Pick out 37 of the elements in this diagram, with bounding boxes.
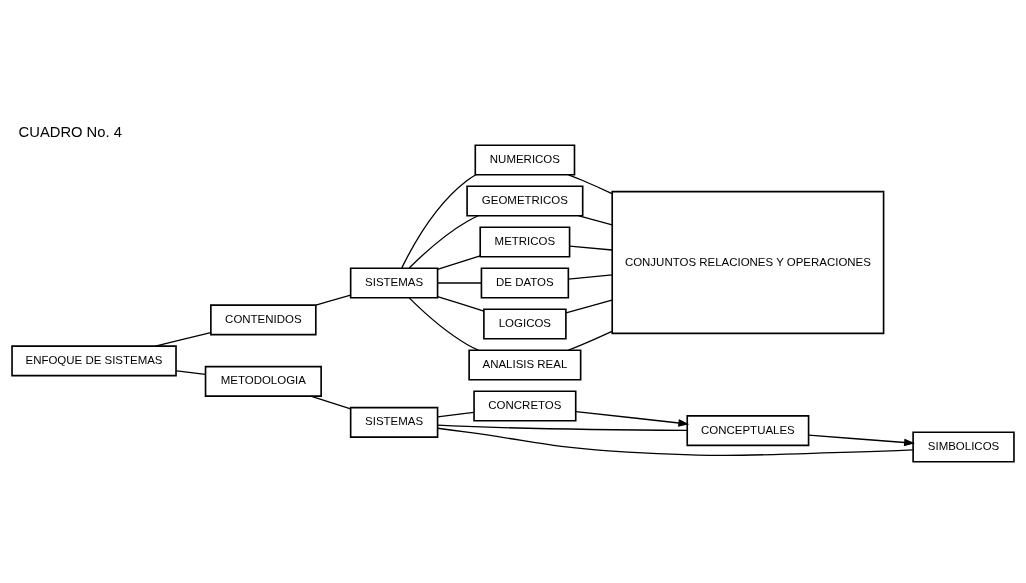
node-box: CONCRETOS [473, 389, 577, 422]
node-box: CONCEPTUALES [686, 414, 810, 446]
connector [567, 173, 613, 194]
connector [436, 295, 485, 312]
diagram-title: CUADRO No. 4 [18, 123, 122, 140]
node-box: SIMBOLICOS [912, 430, 1015, 463]
node-box: DE DATOS [480, 266, 570, 299]
node-box: ANALISIS REAL [468, 348, 582, 381]
node-box: LOGICOS [483, 307, 567, 340]
node-box: ENFOQUE DE SISTEMAS [11, 344, 177, 376]
arrow [807, 434, 915, 446]
connector [436, 281, 482, 284]
node-box: METRICOS [479, 225, 571, 258]
connector [437, 423, 688, 431]
node-box: SISTEMAS [349, 406, 439, 438]
node-box: NUMERICOS [474, 143, 576, 176]
connector [567, 273, 613, 280]
connector [315, 294, 352, 306]
node-box: METODOLOGIA [204, 365, 322, 397]
node-box: CONTENIDOS [210, 303, 317, 335]
connector [408, 214, 479, 269]
node-box: GEOMETRICOS [466, 184, 584, 217]
connector [437, 427, 914, 456]
connector [436, 411, 475, 418]
connector [408, 296, 479, 351]
node-box: SISTEMAS [349, 266, 439, 299]
node-box: CONJUNTOS RELACIONES Y OPERACIONES [611, 190, 885, 334]
connector [578, 214, 613, 226]
connector [154, 331, 212, 347]
arrow [575, 410, 690, 427]
connector [310, 395, 352, 409]
connector [569, 244, 613, 251]
connector [175, 369, 206, 375]
connector [401, 173, 477, 269]
connector [567, 330, 613, 351]
connector [436, 254, 481, 270]
connector [565, 298, 613, 313]
